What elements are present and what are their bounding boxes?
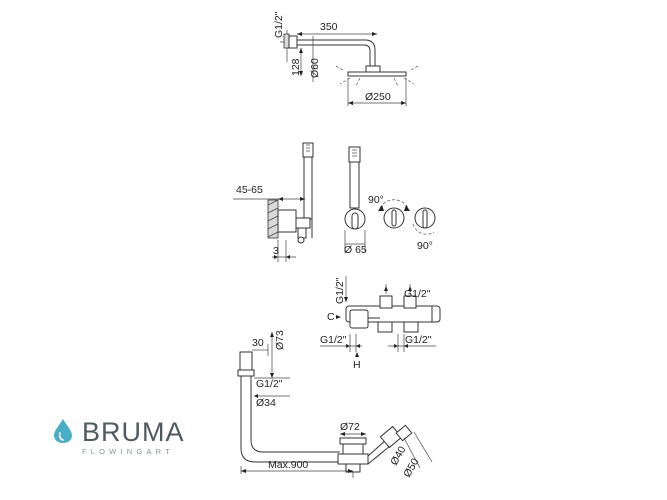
brand-name: BRUMA: [82, 417, 185, 447]
filler-width-label: 30: [252, 337, 264, 349]
brand-tagline: FLOWINGART: [82, 447, 174, 456]
shower-arm-flange-diameter-label: Ø60: [309, 58, 321, 78]
bath-mixer-thread-vertical-label: G1/2": [334, 277, 346, 304]
wall-mixer-plate-diameter-label: Ø 65: [344, 244, 367, 256]
wall-mixer-projection-label: 45-65: [236, 184, 263, 196]
shower-arm-diagram: 350 G1/2" 128 Ø60 Ø250: [273, 11, 419, 106]
filler-top-diameter-label: Ø73: [274, 330, 286, 350]
bath-mixer-diagram: G1/2" C G1/2" G1/2" G1/2" H: [320, 276, 441, 371]
shower-arm-height-label: 128: [290, 58, 302, 76]
bath-filler-diagram: 30 Ø73 G1/2" Ø34 Ø72 Ø40: [237, 330, 433, 480]
bath-mixer-hot-label: H: [353, 359, 361, 371]
wall-mixer-depth-label: 3: [273, 245, 279, 257]
filler-pipe-diameter-label: Ø34: [256, 397, 276, 409]
bath-mixer-thread-left-label: G1/2": [320, 334, 347, 346]
water-drop-icon: [54, 419, 72, 443]
shower-arm-thread-label: G1/2": [273, 11, 285, 38]
filler-waste-diameter-1-label: Ø40: [388, 444, 408, 467]
shower-head-diameter-label: Ø250: [365, 91, 391, 103]
filler-waste-diameter-2-label: Ø50: [401, 456, 421, 479]
shower-arm-length-label: 350: [320, 21, 338, 33]
wall-mixer-rotation-top-label: 90°: [368, 194, 384, 206]
bath-mixer-cold-label: C: [327, 311, 335, 323]
filler-length-label: Max.900: [268, 459, 308, 471]
brand-logo: BRUMA FLOWINGART: [52, 418, 185, 456]
bath-mixer-thread-top-label: G1/2": [404, 288, 431, 300]
filler-thread-label: G1/2": [256, 378, 283, 390]
wall-mixer-diagram: 45-65 3 Ø 65 90° 90°: [233, 142, 436, 262]
brand-text: BRUMA FLOWINGART: [82, 418, 185, 456]
filler-overflow-diameter-label: Ø72: [340, 421, 360, 433]
bath-mixer-thread-right-label: G1/2": [405, 334, 432, 346]
wall-mixer-rotation-bottom-label: 90°: [417, 240, 433, 252]
